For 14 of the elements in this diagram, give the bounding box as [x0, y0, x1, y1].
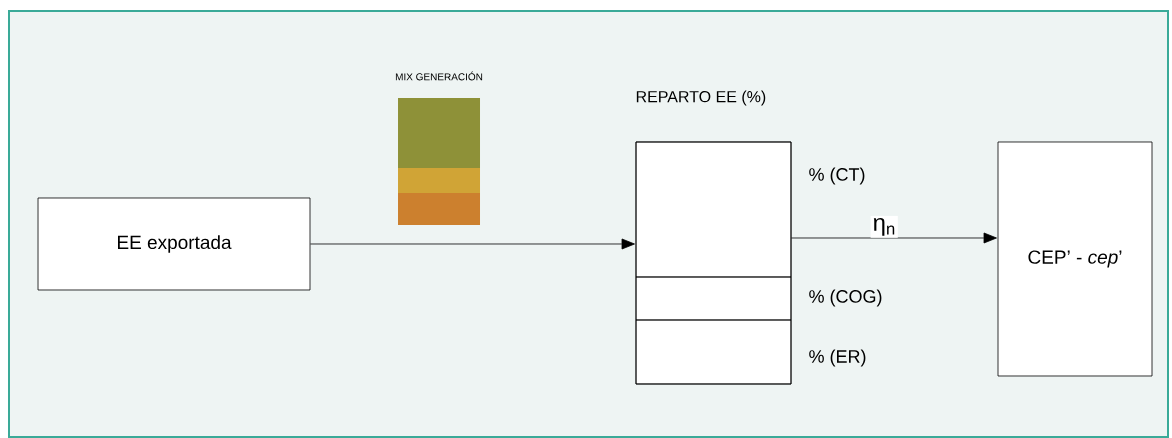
stacked-box: [635, 141, 792, 385]
box-cell: [635, 276, 792, 321]
arrow: [791, 232, 997, 244]
stacked-bar: [398, 98, 480, 225]
box-cell: [635, 319, 792, 385]
process-box: CEP’ - cep’: [997, 141, 1153, 377]
cell-label: % (ER): [809, 349, 866, 367]
box-heading: REPARTO EE (%): [636, 90, 766, 106]
bar-heading: MIX GENERACIÓN: [395, 71, 483, 81]
arrow: [310, 238, 635, 250]
box-cell: [635, 141, 792, 278]
process-box: EE exportada: [37, 197, 311, 291]
cell-label: % (CT): [809, 167, 865, 185]
cell-label: % (COG): [809, 289, 882, 307]
